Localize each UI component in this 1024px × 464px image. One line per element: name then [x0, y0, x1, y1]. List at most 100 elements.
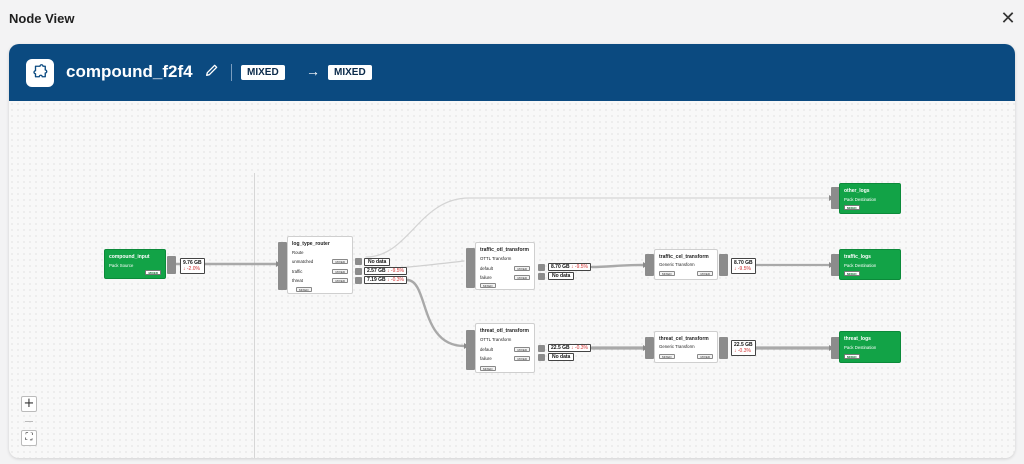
type-tag: MIXED	[514, 275, 530, 280]
route-port-threat[interactable]	[355, 277, 362, 284]
node-title: traffic_otl_transform	[480, 247, 529, 253]
node-title: traffic_logs	[844, 254, 871, 260]
node-subtitle: Generic Transform	[659, 344, 695, 349]
pipeline-header: compound_f2f4 MIXED → MIXED	[9, 44, 1015, 101]
output-type-badge: MIXED	[328, 65, 372, 80]
type-tag: MIXED	[844, 354, 860, 359]
input-port[interactable]	[831, 187, 840, 209]
pipeline-name: compound_f2f4	[66, 62, 193, 81]
route-label-traffic: traffic	[292, 269, 303, 274]
metric-threat-ottl-default: 22.5 GB ↓ -0.3%	[548, 344, 591, 352]
graph-canvas[interactable]: compound_input Pack Source MIXED 9.76 GB…	[9, 101, 1015, 458]
node-title: compound_input	[109, 254, 150, 260]
node-subtitle: OTTL Transform	[480, 256, 512, 261]
close-icon[interactable]: ✕	[1000, 8, 1016, 28]
node-title: threat_logs	[844, 336, 871, 342]
output-port[interactable]	[719, 337, 728, 359]
output-port[interactable]	[719, 254, 728, 276]
type-tag: MIXED	[296, 287, 312, 292]
edge-threat-ottl	[405, 278, 466, 348]
metric-threat-ottl-failure: No data	[548, 353, 575, 361]
node-subtitle: Pack Destination	[844, 345, 877, 350]
node-traffic-otl-transform[interactable]: traffic_otl_transform OTTL Transform def…	[475, 242, 535, 290]
metric-router-threat: 7.19 GB ↓ -0.3%	[364, 276, 407, 284]
node-view-panel: compound_f2f4 MIXED → MIXED	[9, 44, 1015, 458]
modal-header: Node View ✕	[0, 0, 1024, 40]
zoom-in-button[interactable]: +	[21, 396, 37, 412]
node-log-type-router[interactable]: log_type_router Route unmatched MIXED tr…	[287, 236, 353, 294]
metric-router-traffic: 2.57 GB ↓ -9.5%	[364, 267, 407, 275]
input-port[interactable]	[278, 242, 287, 290]
type-tag: MIXED	[480, 366, 496, 371]
route-port-unmatched[interactable]	[355, 258, 362, 265]
node-title: other_logs	[844, 188, 870, 194]
node-threat-logs[interactable]: threat_logs Pack Destination MIXED	[839, 331, 901, 363]
node-title: threat_cel_transform	[659, 336, 709, 342]
node-compound-input[interactable]: compound_input Pack Source MIXED	[104, 249, 166, 279]
header-divider	[231, 64, 232, 81]
metric-router-unmatched: No data	[364, 258, 391, 266]
metric-traffic-ottl-failure: No data	[548, 272, 575, 280]
input-port[interactable]	[831, 337, 840, 359]
type-tag: MIXED	[697, 271, 713, 276]
fit-view-button[interactable]: ⛶	[21, 430, 37, 446]
type-tag: MIXED	[697, 354, 713, 359]
port-label-failure: failure	[480, 275, 492, 280]
metric-traffic-ottl-default: 8.70 GB ↓ -9.5%	[548, 263, 591, 271]
port-label-default: default	[480, 266, 493, 271]
node-subtitle: Pack Source	[109, 263, 134, 268]
node-threat-otl-transform[interactable]: threat_otl_transform OTTL Transform defa…	[475, 323, 535, 373]
type-tag: MIXED	[145, 270, 161, 275]
zoom-separator	[25, 421, 33, 422]
type-tag: MIXED	[332, 259, 348, 264]
type-tag: MIXED	[844, 271, 860, 276]
edge-unmatched-other	[365, 197, 830, 258]
node-subtitle: Generic Transform	[659, 262, 695, 267]
type-tag: MIXED	[514, 266, 530, 271]
node-subtitle: Route	[292, 250, 304, 255]
type-tag: MIXED	[332, 278, 348, 283]
input-port[interactable]	[466, 330, 475, 370]
type-tag: MIXED	[844, 205, 860, 210]
output-port-failure[interactable]	[538, 273, 545, 280]
output-port[interactable]	[167, 256, 176, 274]
type-tag: MIXED	[659, 354, 675, 359]
metric-threat-cel: 22.5 GB ↓ -0.3%	[731, 340, 756, 356]
node-subtitle: Pack Destination	[844, 197, 877, 202]
pencil-icon[interactable]	[204, 62, 220, 78]
type-tag: MIXED	[659, 271, 675, 276]
type-tag: MIXED	[514, 356, 530, 361]
node-title: traffic_cel_transform	[659, 254, 709, 260]
route-port-traffic[interactable]	[355, 268, 362, 275]
input-port[interactable]	[466, 248, 475, 288]
output-port-failure[interactable]	[538, 354, 545, 361]
output-port-default[interactable]	[538, 264, 545, 271]
node-threat-cel-transform[interactable]: threat_cel_transform Generic Transform M…	[654, 331, 718, 363]
port-label-failure: failure	[480, 356, 492, 361]
type-tag: MIXED	[480, 283, 496, 288]
type-tag: MIXED	[332, 269, 348, 274]
node-traffic-logs[interactable]: traffic_logs Pack Destination MIXED	[839, 249, 901, 280]
edge-trafficottl-cel	[590, 263, 645, 269]
input-port[interactable]	[645, 254, 654, 276]
output-port-default[interactable]	[538, 345, 545, 352]
puzzle-icon	[26, 59, 54, 87]
route-label-threat: threat	[292, 278, 303, 283]
type-tag: MIXED	[514, 347, 530, 352]
node-subtitle: Pack Destination	[844, 263, 877, 268]
input-type-badge: MIXED	[241, 65, 285, 80]
modal-title: Node View	[9, 11, 75, 26]
arrow-right-icon: →	[306, 63, 320, 79]
metric-traffic-cel: 8.70 GB ↓ -9.5%	[731, 258, 756, 274]
node-title: log_type_router	[292, 241, 330, 247]
input-port[interactable]	[831, 254, 840, 276]
node-title: threat_otl_transform	[480, 328, 529, 334]
metric-input: 9.76 GB ↓ -2.0%	[180, 258, 205, 274]
node-subtitle: OTTL Transform	[480, 337, 512, 342]
input-port[interactable]	[645, 337, 654, 359]
route-label-unmatched: unmatched	[292, 259, 314, 264]
port-label-default: default	[480, 347, 493, 352]
node-other-logs[interactable]: other_logs Pack Destination MIXED	[839, 183, 901, 214]
canvas-divider	[254, 173, 255, 458]
node-traffic-cel-transform[interactable]: traffic_cel_transform Generic Transform …	[654, 249, 718, 280]
